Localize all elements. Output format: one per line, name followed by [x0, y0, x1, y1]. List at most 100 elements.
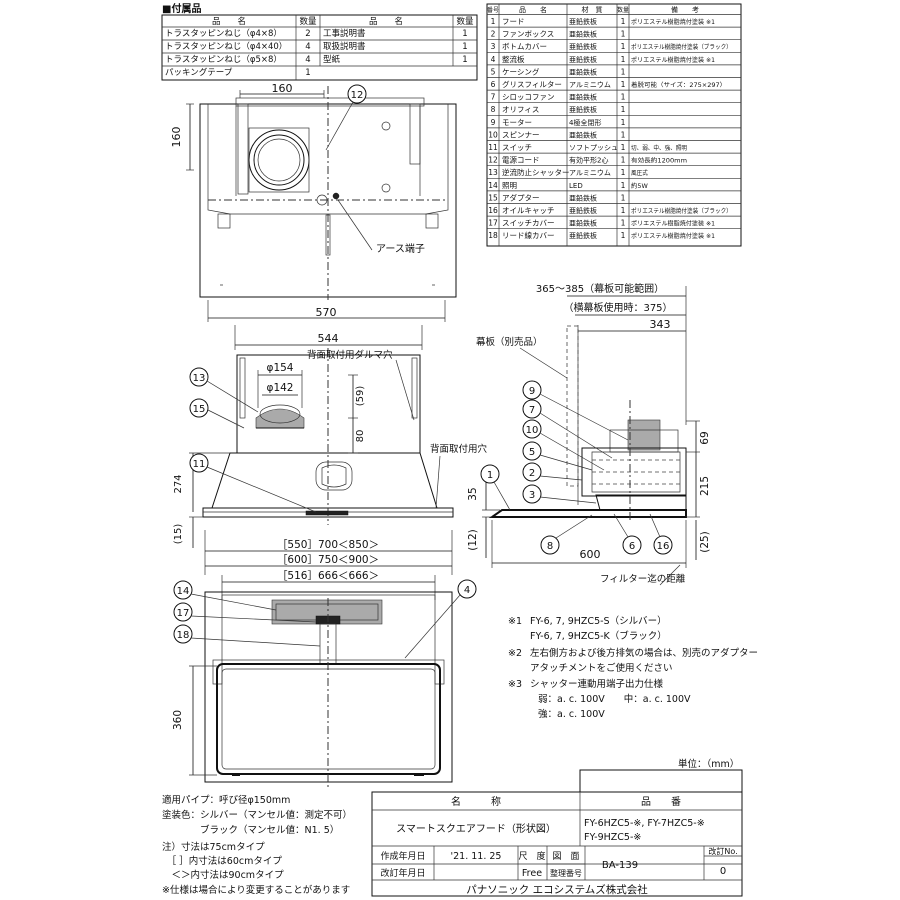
parts-row-remarks: 切、弱、中、強、照明 — [631, 144, 687, 152]
callout-6-label: 6 — [629, 541, 635, 552]
title-block: 名 称 スマートスクエアフード（形状図） 品 番 FY-6HZC5-※, FY-… — [371, 769, 743, 897]
dim-phi142: φ142 — [267, 382, 294, 394]
parts-row-qty: 1 — [621, 42, 626, 51]
dim-15: (15) — [173, 524, 184, 545]
callout-14-label: 14 — [177, 586, 190, 597]
callout-9-label: 9 — [529, 386, 535, 397]
parts-row-no: 2 — [491, 30, 496, 39]
tb-drawing-label: 図 面 — [552, 851, 579, 862]
acc-header-qty1: 数量 — [299, 16, 317, 27]
back-hole-label: 背面取付用ダルマ穴 — [307, 349, 393, 361]
acc-row-qty1: 4 — [305, 55, 310, 65]
dim-600: 600 — [580, 548, 601, 561]
note-text-3: 左右側方および後方排気の場合は、別売のアダプター — [530, 647, 758, 659]
back-mount-label: 背面取付用穴 — [430, 443, 488, 455]
tb-revised-label: 改訂年月日 — [380, 867, 425, 879]
callout-12-label: 12 — [351, 90, 364, 101]
note-text-5: シャッター連動用端子出力仕様 — [530, 678, 664, 690]
callout-16 — [653, 535, 673, 555]
parts-row-no: 5 — [491, 67, 496, 76]
acc-row-qty1: 2 — [305, 29, 310, 39]
dim-phi154: φ154 — [267, 362, 294, 374]
dim-69: 69 — [699, 431, 711, 444]
parts-row-name: シロッコファン — [502, 93, 555, 102]
tb-model-line1: FY-6HZC5-※, FY-7HZC5-※ — [584, 818, 705, 829]
parts-row-no: 12 — [488, 156, 498, 165]
callout-4 — [457, 579, 477, 599]
parts-row-qty: 1 — [621, 55, 626, 64]
parts-row-no: 7 — [491, 93, 496, 102]
top-view: 160 160 12 アース端子 — [170, 82, 457, 300]
top-dim-160-vert: 160 — [170, 127, 183, 148]
parts-row-remarks: ポリエステル樹脂焼付塗装 ※1 — [631, 220, 715, 228]
acc-header-qty2: 数量 — [456, 16, 474, 27]
parts-row-no: 8 — [491, 105, 496, 114]
tb-created-value: '21. 11. 25 — [451, 851, 502, 862]
parts-row-remarks: 着脱可能（サイズ：275×297） — [631, 81, 726, 89]
tb-model-line2: FY-9HZC5-※ — [584, 832, 641, 843]
parts-row-no: 11 — [488, 143, 498, 152]
parts-row-material: アルミニウム — [569, 169, 611, 177]
callout-9 — [522, 380, 542, 400]
tb-drawing-value: BA-139 — [602, 860, 638, 871]
specs-block: 適用パイプ：呼び径φ150mm 塗装色：シルバー（マンセル値：測定不可） ブラッ… — [162, 794, 352, 896]
parts-header-no: 番号 — [487, 7, 499, 14]
parts-header-remarks: 備 考 — [671, 5, 699, 14]
parts-row-no: 9 — [491, 118, 496, 127]
parts-row-name: アダプター — [502, 192, 540, 202]
parts-row-no: 6 — [491, 80, 496, 89]
parts-row-no: 18 — [488, 231, 498, 240]
dim-12: (12) — [467, 529, 479, 551]
callout-18 — [173, 624, 193, 644]
parts-row-qty: 1 — [621, 17, 626, 26]
acc-row-qty2: 1 — [462, 55, 467, 65]
callout-12 — [347, 84, 367, 104]
note-text-1: FY-6, 7, 9HZC5-S（シルバー） — [530, 615, 667, 627]
parts-row-material: 亜鉛鉄板 — [569, 67, 597, 76]
acc-row-name1: トラスタッピンねじ（φ5×8） — [165, 54, 282, 65]
parts-row-remarks: 有効長約1200mm — [631, 157, 687, 165]
tb-company: パナソニック エコシステムズ株式会社 — [466, 883, 648, 896]
acc-row-name1: パッキングテープ — [165, 67, 233, 78]
dim-row2: ［600］750＜900＞ — [277, 554, 379, 566]
dim-215: 215 — [699, 476, 711, 496]
dim-80: 80 — [355, 430, 366, 443]
tb-rev-label: 改訂No. — [708, 846, 737, 856]
parts-row-qty: 1 — [621, 118, 626, 127]
parts-row-qty: 1 — [621, 67, 626, 76]
callout-18-label: 18 — [177, 630, 190, 641]
parts-row-name: 照明 — [502, 181, 517, 190]
parts-row-no: 17 — [488, 219, 498, 228]
parts-row-material: 亜鉛鉄板 — [569, 219, 597, 228]
spec-line-3: ブラック（マンセル値：N1. 5） — [162, 824, 339, 836]
parts-row-material: 亜鉛鉄板 — [569, 42, 597, 51]
parts-row-name: ケーシング — [502, 66, 540, 76]
note-text-4: アタッチメントをご使用ください — [530, 662, 673, 674]
callout-5 — [522, 441, 542, 461]
bottom-view: ［516］666＜666＞ 360 14 17 18 4 — [172, 570, 477, 790]
notes-block: ※1 FY-6, 7, 9HZC5-S（シルバー） FY-6, 7, 9HZC5… — [508, 615, 758, 770]
parts-row-qty: 1 — [621, 193, 626, 202]
parts-row-name: スピンナー — [502, 130, 540, 139]
dim-bottom-top: ［516］666＜666＞ — [277, 570, 379, 582]
callout-3-label: 3 — [529, 490, 535, 501]
parts-row-qty: 1 — [621, 130, 626, 139]
tb-model-header: 品 番 — [641, 796, 681, 808]
spec-line-6: ＜＞内寸法は90cmタイプ — [162, 869, 284, 881]
acc-row-name2: 工事説明書 — [323, 28, 366, 39]
parts-row-material: 亜鉛鉄板 — [569, 130, 597, 139]
parts-row-no: 16 — [488, 206, 498, 215]
parts-row-no: 13 — [488, 168, 498, 177]
callout-15 — [189, 398, 209, 418]
parts-row-no: 10 — [488, 130, 498, 139]
acc-header-name2: 品 名 — [369, 16, 403, 27]
acc-row-qty1: 4 — [305, 42, 310, 52]
acc-row-name2: 取扱説明書 — [323, 41, 366, 52]
dim-range-sub: （横幕板使用時：375） — [563, 301, 672, 314]
parts-row-material: 亜鉛鉄板 — [569, 231, 597, 240]
callout-1-label: 1 — [487, 470, 493, 481]
dim-570: 570 — [316, 306, 337, 319]
callout-16-label: 16 — [657, 541, 670, 552]
dim-25: (25) — [699, 531, 711, 553]
